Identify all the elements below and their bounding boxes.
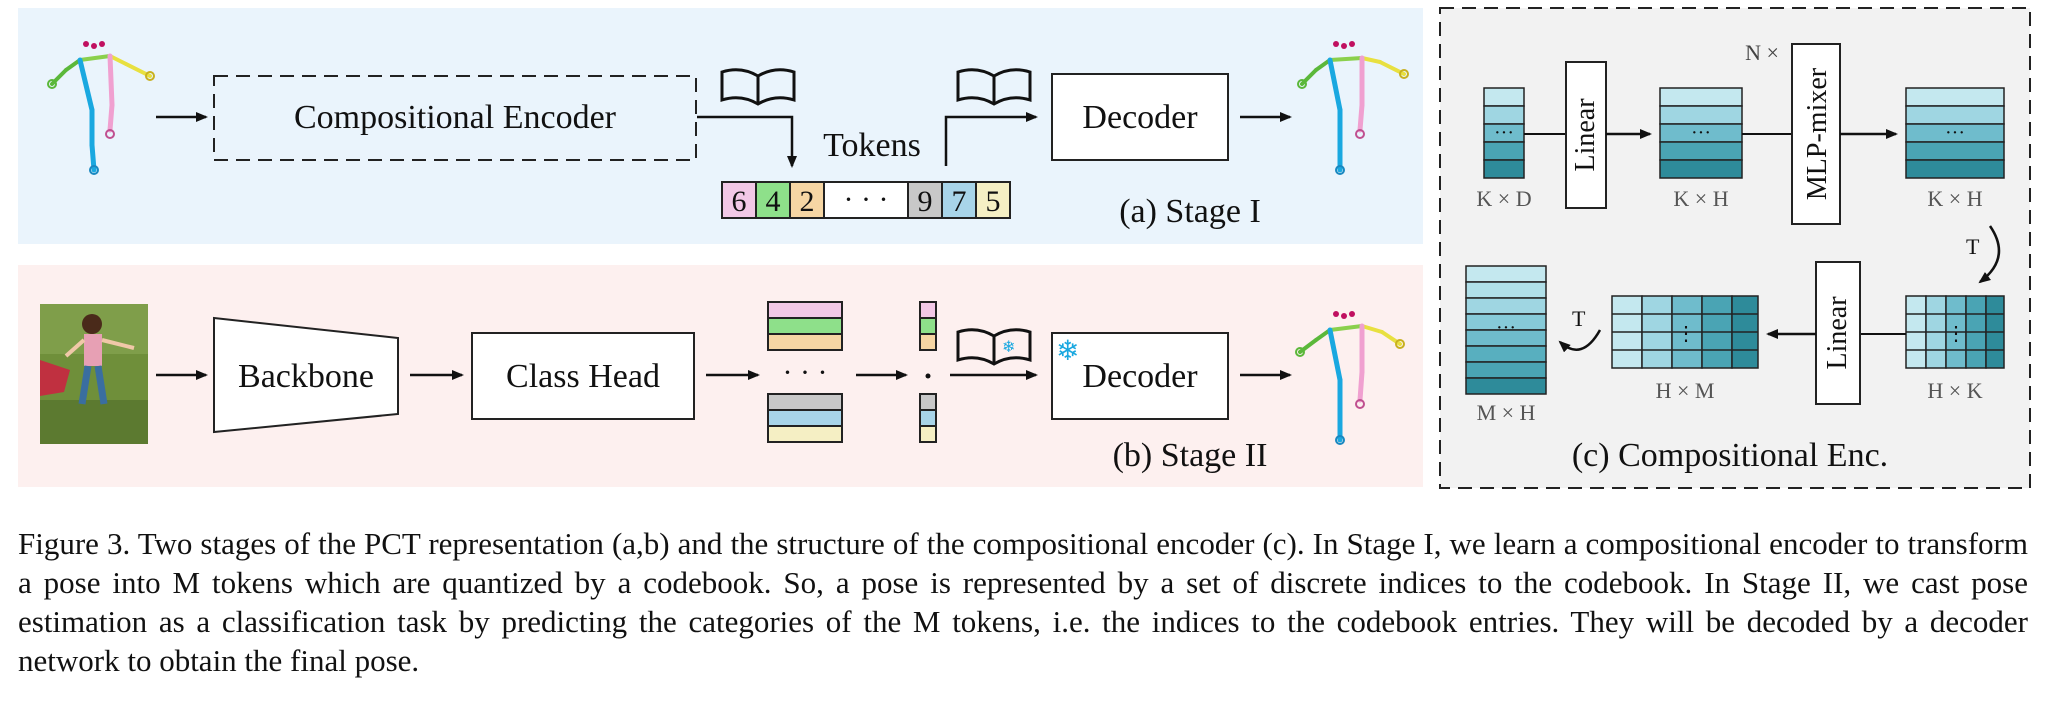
- token-value: 9: [918, 185, 933, 218]
- kh2-label: K × H: [1927, 186, 1982, 211]
- index-column: [919, 301, 937, 443]
- caption-lead: Figure 3.: [18, 526, 131, 561]
- transpose-arrow: [1558, 329, 1602, 353]
- caption-text: Two stages of the PCT representation (a,…: [18, 526, 2028, 678]
- pose-skeleton-output: [1297, 41, 1409, 175]
- token-value: 4: [766, 185, 781, 218]
- matrix-hm: [1611, 295, 1759, 369]
- kd-label: K × D: [1476, 186, 1531, 211]
- token-cell: [823, 181, 909, 219]
- transpose-arrow: [1978, 225, 2001, 284]
- class-prediction-stack: [767, 301, 843, 443]
- figure-caption: Figure 3. Two stages of the PCT represen…: [18, 524, 2028, 680]
- codebook-icon: [956, 68, 1032, 106]
- pose-skeleton-input: [47, 41, 155, 175]
- stage3-label: (c) Compositional Enc.: [1572, 437, 1888, 474]
- token-cell: [721, 181, 757, 219]
- token-cell: [975, 181, 1011, 219]
- token-row: [721, 181, 1011, 219]
- matrix-ellipsis-vertical: ⋮: [1676, 323, 1696, 345]
- backbone-box: [213, 316, 399, 434]
- linear2-label: Linear: [1822, 296, 1853, 370]
- transpose-label: T: [1572, 306, 1586, 331]
- matrix-hk: [1905, 295, 2005, 369]
- matrix-mh: [1465, 265, 1547, 395]
- codebook-icon: [720, 68, 796, 106]
- matrix-kh-1: [1659, 87, 1743, 179]
- stage1-label: (a) Stage I: [1119, 193, 1261, 230]
- hm-label: H × M: [1656, 378, 1715, 403]
- dot: [925, 373, 931, 379]
- backbone-label: Backbone: [238, 358, 374, 395]
- compositional-encoder-box: [213, 75, 697, 161]
- stage2-label: (b) Stage II: [1113, 437, 1268, 474]
- decoder-box-stage2: [1051, 332, 1229, 420]
- snowflake-icon: ❄: [1056, 336, 1079, 367]
- mh-label: M × H: [1477, 400, 1536, 425]
- input-photo: [40, 304, 148, 444]
- matrix-ellipsis: ···: [1945, 122, 1965, 144]
- mlp-mixer-box: [1791, 43, 1841, 225]
- token-value: 6: [732, 185, 747, 218]
- matrix-ellipsis: ···: [1496, 317, 1516, 339]
- token-value: · · ·: [844, 183, 889, 216]
- ellipsis: · · ·: [783, 356, 828, 389]
- mlp-mixer-label: MLP-mixer: [1802, 67, 1833, 200]
- class-head-label: Class Head: [506, 358, 660, 395]
- arrow: [944, 112, 1038, 166]
- hk-label: H × K: [1927, 378, 1982, 403]
- decoder-box-stage1: [1051, 73, 1229, 161]
- decoder-label-stage1: Decoder: [1082, 99, 1198, 136]
- codebook-icon: [956, 328, 1032, 366]
- arrow: [697, 115, 797, 168]
- compositional-encoder-label: Compositional Encoder: [294, 99, 617, 136]
- transpose-label: T: [1966, 234, 1980, 259]
- linear1-box: [1565, 61, 1607, 209]
- matrix-ellipsis: ···: [1691, 122, 1711, 144]
- decoder-label-stage2: Decoder: [1082, 358, 1198, 395]
- token-cell: [755, 181, 791, 219]
- matrix-kh-2: [1905, 87, 2005, 179]
- matrix-ellipsis: ···: [1494, 122, 1514, 144]
- tokens-label: Tokens: [823, 127, 921, 164]
- kh1-label: K × H: [1673, 186, 1728, 211]
- linear2-box: [1815, 261, 1861, 405]
- token-value: 7: [952, 185, 967, 218]
- token-value: 5: [986, 185, 1001, 218]
- pose-skeleton-output: [1295, 311, 1405, 445]
- class-head-box: [471, 332, 695, 420]
- matrix-ellipsis-vertical: ⋮: [1946, 323, 1966, 345]
- token-value: 2: [800, 185, 815, 218]
- n-times-label: N ×: [1745, 40, 1779, 65]
- snowflake-icon: ❄: [1002, 339, 1015, 356]
- linear1-label: Linear: [1570, 98, 1601, 172]
